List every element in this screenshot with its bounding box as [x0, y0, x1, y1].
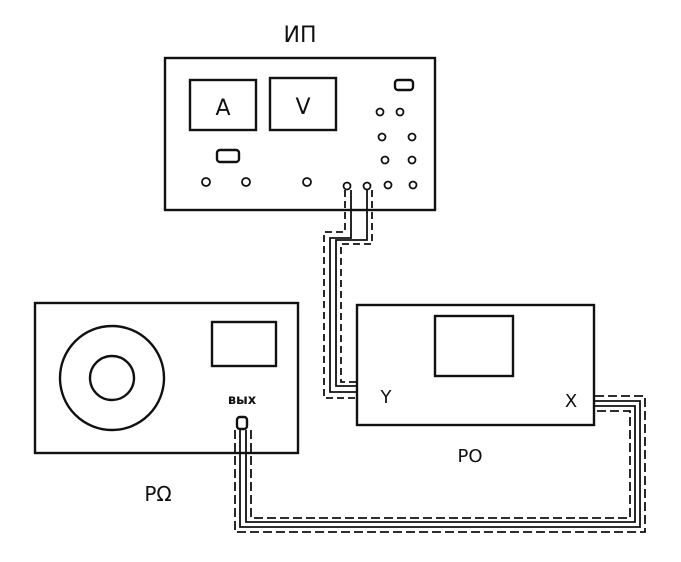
- power-supply-label: ИП: [284, 23, 317, 48]
- power-switch-icon[interactable]: [215, 148, 241, 164]
- ammeter-label: А: [215, 96, 230, 121]
- generator-dial-inner[interactable]: [88, 354, 136, 402]
- terminal-icon[interactable]: [383, 180, 393, 190]
- knob-icon[interactable]: [302, 177, 312, 187]
- cable-power-to-y-input: [323, 190, 373, 399]
- oscilloscope-label: РО: [457, 446, 482, 467]
- x-input-label: X: [565, 391, 577, 412]
- terminal-icon[interactable]: [380, 155, 390, 165]
- output-terminal-icon[interactable]: [342, 181, 352, 191]
- terminal-icon[interactable]: [375, 107, 385, 117]
- oscilloscope-unit: Y X РО: [355, 303, 596, 467]
- generator-output-label: вых: [228, 393, 257, 408]
- cable-generator-to-x-input: [234, 395, 646, 533]
- generator-output-connector-icon[interactable]: [235, 415, 249, 431]
- knob-icon[interactable]: [241, 177, 251, 187]
- oscilloscope-body: [355, 303, 596, 427]
- terminal-icon[interactable]: [395, 107, 405, 117]
- signal-generator-unit: вых РΩ: [33, 301, 300, 506]
- terminal-icon[interactable]: [377, 132, 387, 142]
- ammeter-window: [188, 78, 258, 132]
- power-supply-unit: ИП А V: [163, 23, 437, 212]
- voltmeter-window: [268, 76, 338, 132]
- generator-label: РΩ: [144, 482, 171, 506]
- output-terminal-icon[interactable]: [362, 181, 372, 191]
- terminal-icon[interactable]: [407, 155, 417, 165]
- oscilloscope-screen: [433, 314, 515, 378]
- ammeter: А: [188, 78, 258, 132]
- generator-dial-outer[interactable]: [58, 324, 166, 432]
- y-input-label: Y: [380, 387, 393, 408]
- indicator-lamp-icon: [393, 78, 415, 92]
- terminal-icon[interactable]: [407, 132, 417, 142]
- knob-icon[interactable]: [201, 177, 211, 187]
- voltmeter-label: V: [295, 95, 310, 120]
- voltmeter: V: [268, 76, 338, 132]
- generator-display: [210, 320, 278, 368]
- power-supply-body: [163, 56, 437, 212]
- generator-body: [33, 301, 300, 455]
- terminal-icon[interactable]: [408, 180, 418, 190]
- power-supply-knobs: [201, 107, 418, 191]
